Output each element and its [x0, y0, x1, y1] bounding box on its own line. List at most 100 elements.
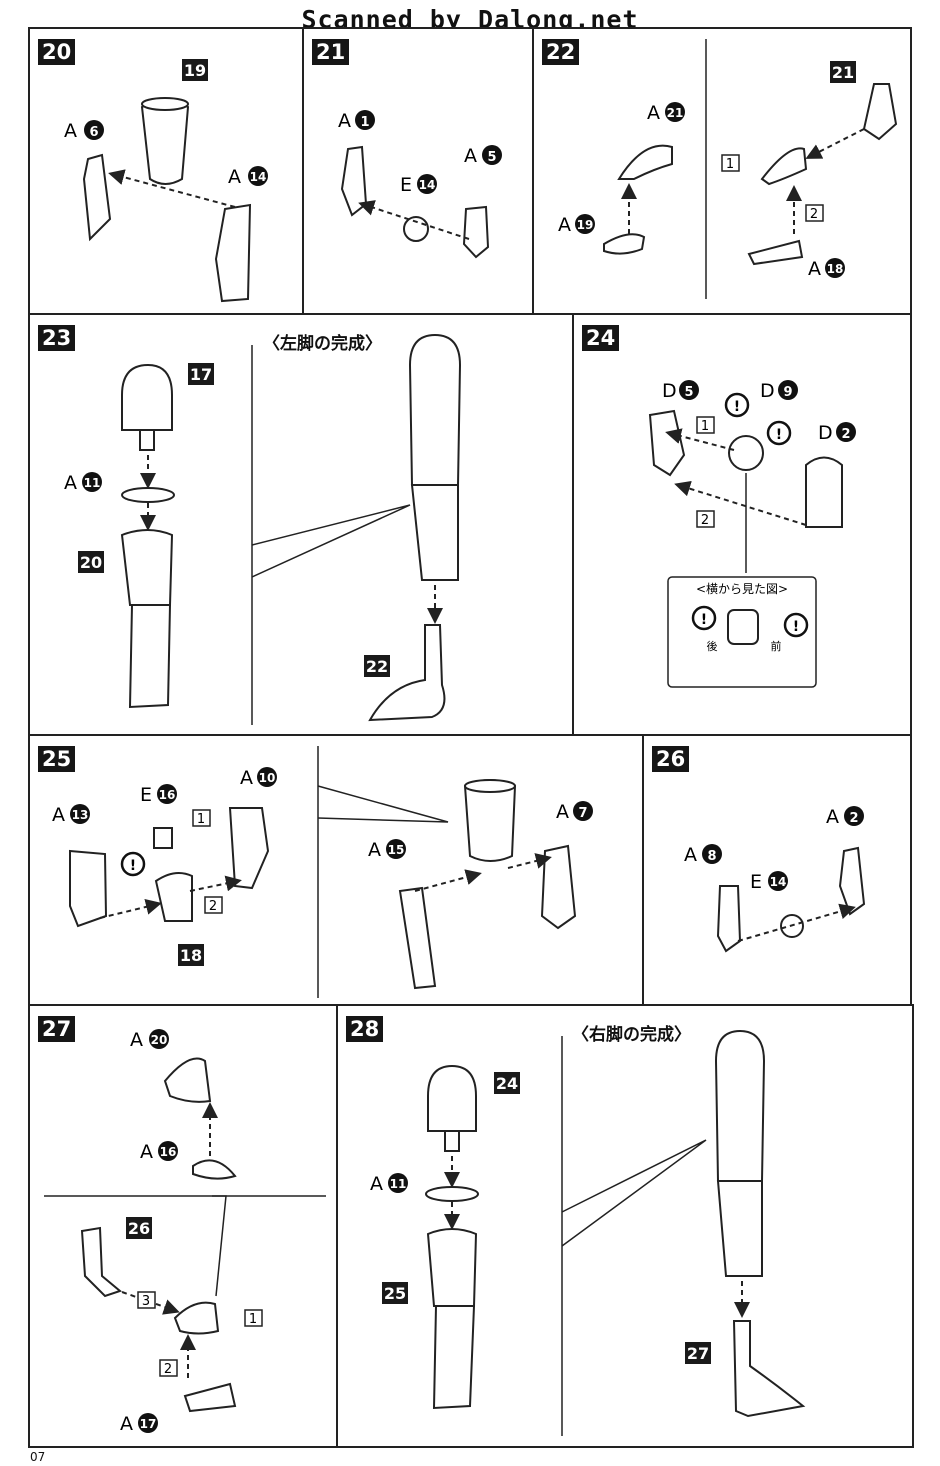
- svg-text:18: 18: [180, 946, 202, 965]
- svg-text:A: A: [130, 1029, 143, 1051]
- step-25-illustration: A 13 E 16 A 10 1 2 ! 18 A 15 A 7: [52, 746, 593, 998]
- svg-text:24: 24: [496, 1074, 518, 1093]
- svg-text:A: A: [228, 166, 241, 188]
- svg-text:2: 2: [810, 207, 818, 222]
- svg-text:25: 25: [384, 1284, 406, 1303]
- badge-19: 19: [184, 61, 206, 80]
- right-leg-complete-title: 〈右脚の完成〉: [572, 1025, 691, 1045]
- svg-text:15: 15: [388, 843, 405, 857]
- svg-text:2: 2: [841, 427, 850, 442]
- step-21-illustration: A 1 E 14 A 5: [338, 110, 502, 259]
- svg-text:A: A: [240, 767, 253, 789]
- left-leg-complete-title: 〈左脚の完成〉: [263, 334, 382, 354]
- svg-text:22: 22: [366, 657, 388, 676]
- step-number: 20: [38, 39, 76, 65]
- svg-text:!: !: [701, 612, 707, 628]
- svg-text:A: A: [556, 801, 569, 823]
- svg-text:9: 9: [783, 385, 792, 400]
- leg-upper-part: [140, 99, 190, 185]
- svg-text:!: !: [776, 427, 782, 443]
- step-21-panel: 21 A 1 E 14 A 5: [302, 27, 534, 315]
- svg-text:A: A: [808, 258, 821, 280]
- svg-text:A: A: [464, 145, 477, 167]
- svg-text:17: 17: [140, 1417, 157, 1431]
- step-28-panel: 28 〈右脚の完成〉 24 A 11 25 27: [336, 1004, 914, 1448]
- step-number: 28: [346, 1016, 384, 1042]
- svg-text:A: A: [558, 214, 571, 236]
- svg-text:6: 6: [89, 125, 98, 140]
- side-view-title: <横から見た図>: [696, 582, 788, 596]
- svg-text:21: 21: [667, 106, 684, 120]
- svg-text:E: E: [400, 174, 412, 196]
- step-number: 22: [542, 39, 580, 65]
- svg-text:2: 2: [849, 811, 858, 826]
- svg-text:5: 5: [487, 150, 496, 165]
- svg-text:1: 1: [360, 115, 369, 130]
- step-26-illustration: A 2 A 8 E 14: [684, 806, 866, 953]
- svg-text:8: 8: [707, 849, 716, 864]
- svg-text:1: 1: [726, 157, 734, 172]
- step-number: 21: [312, 39, 350, 65]
- svg-text:A: A: [140, 1141, 153, 1163]
- step-20-panel: 20 19 A 6 A 14: [28, 27, 304, 315]
- svg-text:!: !: [734, 399, 740, 415]
- svg-text:16: 16: [160, 1145, 177, 1159]
- svg-text:20: 20: [151, 1033, 168, 1047]
- svg-text:2: 2: [701, 513, 709, 528]
- svg-text:26: 26: [128, 1219, 150, 1238]
- svg-text:20: 20: [80, 553, 102, 572]
- svg-text:14: 14: [770, 875, 787, 889]
- svg-text:D: D: [662, 380, 677, 402]
- step-23-illustration: 17 A 11 20 22: [64, 333, 462, 725]
- step-28-illustration: 24 A 11 25 27: [370, 1029, 806, 1436]
- svg-text:10: 10: [259, 771, 276, 785]
- label-a: A: [64, 120, 77, 142]
- svg-text:D: D: [760, 380, 775, 402]
- svg-text:18: 18: [827, 262, 844, 276]
- step-24-illustration: D 5 D 9 D 2 ! ! 1 2 <横から見た図> ! ! 後 前: [648, 380, 856, 688]
- svg-text:16: 16: [159, 788, 176, 802]
- step-27-panel: 27 A 20 A 16 26 3 1 2 A 17: [28, 1004, 338, 1448]
- svg-text:A: A: [647, 102, 660, 124]
- svg-text:1: 1: [249, 1312, 257, 1327]
- svg-text:A: A: [368, 839, 381, 861]
- svg-text:13: 13: [72, 808, 89, 822]
- svg-text:19: 19: [577, 218, 594, 232]
- svg-text:A: A: [826, 806, 839, 828]
- svg-text:27: 27: [687, 1344, 709, 1363]
- step-25-panel: 25 A 13 E 16 A 10 1 2 ! 18 A 15 A 7: [28, 734, 644, 1006]
- svg-text:A: A: [370, 1173, 383, 1195]
- svg-text:21: 21: [832, 63, 854, 82]
- shin-part: [214, 203, 252, 303]
- svg-text:A: A: [52, 804, 65, 826]
- step-number: 26: [652, 746, 690, 772]
- step-26-panel: 26 A 2 A 8 E 14: [642, 734, 912, 1006]
- step-22-illustration: A 21 A 19 21 1 2 A 18: [558, 39, 898, 299]
- svg-text:17: 17: [190, 365, 212, 384]
- svg-text:A: A: [64, 472, 77, 494]
- svg-text:A: A: [338, 110, 351, 132]
- svg-text:1: 1: [701, 419, 709, 434]
- svg-text:14: 14: [250, 170, 267, 184]
- svg-text:E: E: [140, 784, 152, 806]
- svg-text:2: 2: [164, 1362, 172, 1377]
- svg-text:7: 7: [578, 806, 587, 821]
- svg-text:A: A: [684, 844, 697, 866]
- step-number: 23: [38, 325, 76, 351]
- label-front: 前: [771, 639, 782, 653]
- svg-text:2: 2: [209, 899, 217, 914]
- svg-text:11: 11: [84, 476, 101, 490]
- step-22-panel: 22 A 21 A 19 21 1 2 A 18: [532, 27, 912, 315]
- svg-text:1: 1: [197, 812, 205, 827]
- label-back: 後: [707, 639, 718, 653]
- page-number: 07: [30, 1450, 46, 1464]
- step-24-panel: 24 D 5 D 9 D 2 ! ! 1 2 <横から見た図> ! ! 後 前: [572, 313, 912, 736]
- svg-text:5: 5: [684, 385, 693, 400]
- svg-text:14: 14: [419, 178, 436, 192]
- step-20-illustration: 19 A 6 A 14: [64, 59, 268, 303]
- svg-text:E: E: [750, 871, 762, 893]
- svg-text:!: !: [793, 619, 799, 635]
- knee-joint-part: [82, 153, 112, 242]
- svg-text:D: D: [818, 422, 833, 444]
- svg-text:11: 11: [390, 1177, 407, 1191]
